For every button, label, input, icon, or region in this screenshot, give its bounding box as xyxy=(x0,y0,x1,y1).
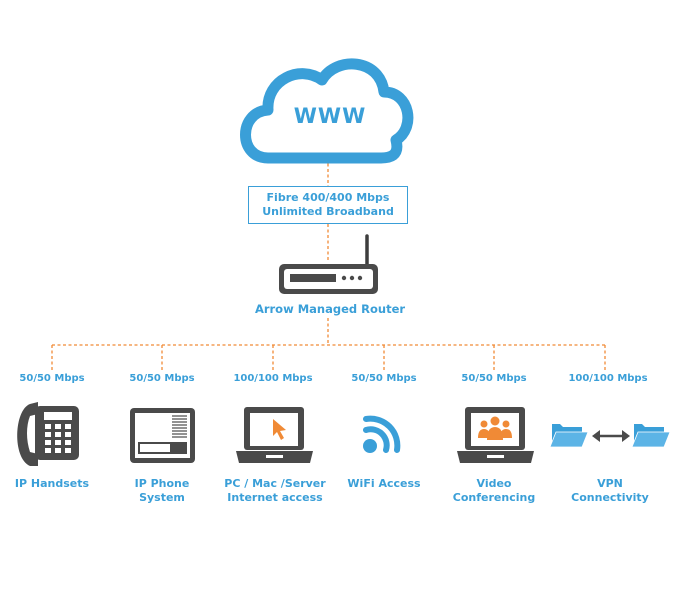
endpoint-name-1-line-1: IP Handsets xyxy=(14,477,90,490)
desk-phone-icon xyxy=(17,402,79,466)
endpoint-name-6: VPN Connectivity xyxy=(545,477,675,505)
fibre-box: Fibre 400/400 Mbps Unlimited Broadband xyxy=(248,186,408,224)
endpoint-name-5-line-1: Video xyxy=(476,477,512,490)
endpoint-name-3-line-1: PC / Mac /Server xyxy=(224,477,326,490)
endpoint-name-3-line-2: Internet access xyxy=(227,491,323,504)
endpoint-name-5-line-2: Conferencing xyxy=(452,491,536,504)
laptop-cursor-icon xyxy=(236,407,313,463)
endpoint-name-1: IP Handsets xyxy=(0,477,117,491)
phone-system-icon xyxy=(130,408,195,463)
laptop-group-icon xyxy=(457,407,534,463)
speed-label-1: 50/50 Mbps xyxy=(19,373,85,384)
endpoint-name-6-line-1: VPN xyxy=(597,477,623,490)
endpoint-name-4: WiFi Access xyxy=(319,477,449,491)
cloud-icon xyxy=(240,58,414,164)
speed-label-6: 100/100 Mbps xyxy=(568,373,648,384)
wifi-icon xyxy=(363,415,401,453)
cloud-label: WWW xyxy=(293,104,367,128)
endpoint-name-4-line-1: WiFi Access xyxy=(347,477,421,490)
endpoint-name-6-line-2: Connectivity xyxy=(571,491,649,504)
endpoint-name-5: Video Conferencing xyxy=(429,477,559,505)
router-icon xyxy=(279,234,378,294)
endpoint-name-2-line-2: System xyxy=(139,491,185,504)
speed-label-5: 50/50 Mbps xyxy=(461,373,527,384)
speed-label-2: 50/50 Mbps xyxy=(129,373,195,384)
endpoint-name-2-line-1: IP Phone xyxy=(134,477,190,490)
fibre-line-2: Unlimited Broadband xyxy=(262,205,394,218)
router-label: Arrow Managed Router xyxy=(254,302,406,316)
connector-lines xyxy=(51,158,606,370)
folder-sync-icon xyxy=(549,424,671,448)
speed-label-4: 50/50 Mbps xyxy=(351,373,417,384)
fibre-line-1: Fibre 400/400 Mbps xyxy=(266,191,390,204)
endpoint-name-3: PC / Mac /Server Internet access xyxy=(210,477,340,505)
endpoint-name-2: IP Phone System xyxy=(97,477,227,505)
speed-label-3: 100/100 Mbps xyxy=(233,373,313,384)
